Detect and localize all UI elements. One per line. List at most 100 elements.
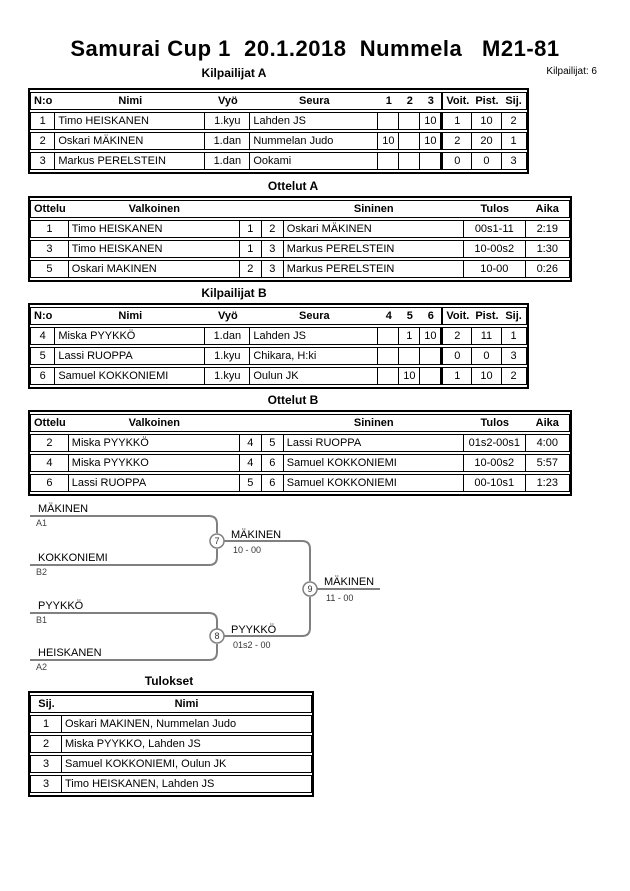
bracket-slot1-seed: A1 <box>36 518 47 528</box>
cell-nimi: Miska PYYKKÖ <box>55 327 206 345</box>
pool-b-title: Kilpailijat B <box>201 286 267 300</box>
cell-tulos: 10-00 <box>463 260 526 278</box>
cell-vyo: 1.dan <box>205 132 251 150</box>
table-header-row: Ottelu Valkoinen Sininen Tulos Aika <box>30 200 570 218</box>
cell-score-6 <box>420 347 442 365</box>
col-pist: Pist. <box>472 92 502 110</box>
bracket-slot4-name: HEISKANEN <box>38 647 102 659</box>
cell-aika: 4:00 <box>525 434 570 452</box>
col-spacer <box>261 200 284 218</box>
cell-match-no: 5 <box>30 260 69 278</box>
cell-sij: 2 <box>501 367 527 385</box>
col-spacer <box>261 414 284 432</box>
cell-score-1 <box>378 152 400 170</box>
col-6: 6 <box>420 307 442 325</box>
col-voit: Voit. <box>441 92 473 110</box>
cell-voit: 2 <box>441 327 473 345</box>
cell-no: 4 <box>30 327 56 345</box>
bracket-line-slot4 <box>30 644 218 661</box>
cell-blue-name: Lassi RUOPPA <box>283 434 464 452</box>
col-sij: Sij. <box>30 695 62 713</box>
cell-blue-name: Samuel KOKKONIEMI <box>283 454 464 472</box>
cell-seura: Ookami <box>250 152 379 170</box>
table-row: 3 Timo HEISKANEN 1 3 Markus PERELSTEIN 1… <box>30 240 570 258</box>
cell-blue-no: 6 <box>261 454 284 472</box>
cell-white-no: 4 <box>239 454 262 472</box>
col-spacer <box>239 414 262 432</box>
cell-nimi: Markus PERELSTEIN <box>55 152 206 170</box>
col-seura: Seura <box>250 92 379 110</box>
col-vyo: Vyö <box>205 307 251 325</box>
match-8-number: 8 <box>214 631 219 641</box>
cell-tulos: 10-00s2 <box>463 454 526 472</box>
bracket-line-slot2 <box>30 549 218 566</box>
table-header-row: Sij. Nimi <box>30 695 312 713</box>
cell-white-name: Miska PYYKKÖ <box>68 434 240 452</box>
cell-nimi: Timo HEISKANEN, Lahden JS <box>62 775 312 793</box>
bracket-lines <box>30 515 380 661</box>
col-nimi: Nimi <box>55 92 206 110</box>
bracket-line-winner8 <box>224 597 311 637</box>
col-aika: Aika <box>525 200 570 218</box>
bracket-slot3-seed: B1 <box>36 615 47 625</box>
col-sininen: Sininen <box>283 414 464 432</box>
cell-no: 3 <box>30 152 56 170</box>
cell-score-2 <box>399 132 421 150</box>
col-nimi: Nimi <box>55 307 206 325</box>
cell-nimi: Oskari MAKINEN, Nummelan Judo <box>62 715 312 733</box>
col-voit: Voit. <box>441 307 473 325</box>
cell-sij: 3 <box>30 755 62 773</box>
bracket-line-slot1 <box>30 515 218 533</box>
table-row: 1 Oskari MAKINEN, Nummelan Judo <box>30 715 312 733</box>
pool-a-title: Kilpailijat A <box>201 66 267 80</box>
table-row: 3 Samuel KOKKONIEMI, Oulun JK <box>30 755 312 773</box>
cell-nimi: Lassi RUOPPA <box>55 347 206 365</box>
table-row: 1 Timo HEISKANEN 1.kyu Lahden JS 10 1 10… <box>30 112 527 130</box>
cell-tulos: 00s1-11 <box>463 220 526 238</box>
cell-tulos: 10-00s2 <box>463 240 526 258</box>
cell-score-6: 10 <box>420 327 442 345</box>
cell-score-4 <box>378 367 400 385</box>
table-header-row: Ottelu Valkoinen Sininen Tulos Aika <box>30 414 570 432</box>
col-sij: Sij. <box>501 307 527 325</box>
cell-vyo: 1.kyu <box>205 112 251 130</box>
cell-blue-name: Markus PERELSTEIN <box>283 240 464 258</box>
cell-score-5: 10 <box>399 367 421 385</box>
cell-pist: 0 <box>472 347 502 365</box>
col-valkoinen: Valkoinen <box>68 200 240 218</box>
cell-score-5: 1 <box>399 327 421 345</box>
cell-score-2 <box>399 112 421 130</box>
cell-pist: 0 <box>472 152 502 170</box>
col-ottelu: Ottelu <box>30 414 69 432</box>
pool-b-table: N:o Nimi Vyö Seura 4 5 6 Voit. Pist. Sij… <box>28 303 529 389</box>
matches-b-table: Ottelu Valkoinen Sininen Tulos Aika 2 Mi… <box>28 410 572 496</box>
cell-aika: 5:57 <box>525 454 570 472</box>
cell-score-4 <box>378 327 400 345</box>
col-tulos: Tulos <box>463 414 526 432</box>
cell-score-2 <box>399 152 421 170</box>
match-9-number: 9 <box>307 584 312 594</box>
col-valkoinen: Valkoinen <box>68 414 240 432</box>
cell-pist: 10 <box>472 367 502 385</box>
table-row: 2 Miska PYYKKO, Lahden JS <box>30 735 312 753</box>
table-header-row: N:o Nimi Vyö Seura 4 5 6 Voit. Pist. Sij… <box>30 307 527 325</box>
table-row: 4 Miska PYYKKO 4 6 Samuel KOKKONIEMI 10-… <box>30 454 570 472</box>
cell-score-6 <box>420 367 442 385</box>
cell-no: 5 <box>30 347 56 365</box>
cell-nimi: Samuel KOKKONIEMI <box>55 367 206 385</box>
table-row: 4 Miska PYYKKÖ 1.dan Lahden JS 1 10 2 11… <box>30 327 527 345</box>
match-7-number: 7 <box>214 536 219 546</box>
cell-score-1 <box>378 112 400 130</box>
table-row: 5 Lassi RUOPPA 1.kyu Chikara, H:ki 0 0 3 <box>30 347 527 365</box>
match-9-circle <box>302 581 318 597</box>
col-aika: Aika <box>525 414 570 432</box>
match-8-circle <box>209 628 225 644</box>
cell-sij: 3 <box>501 152 527 170</box>
table-row: 6 Samuel KOKKONIEMI 1.kyu Oulun JK 10 1 … <box>30 367 527 385</box>
cell-voit: 2 <box>441 132 473 150</box>
col-no: N:o <box>30 92 56 110</box>
cell-aika: 0:26 <box>525 260 570 278</box>
cell-nimi: Timo HEISKANEN <box>55 112 206 130</box>
